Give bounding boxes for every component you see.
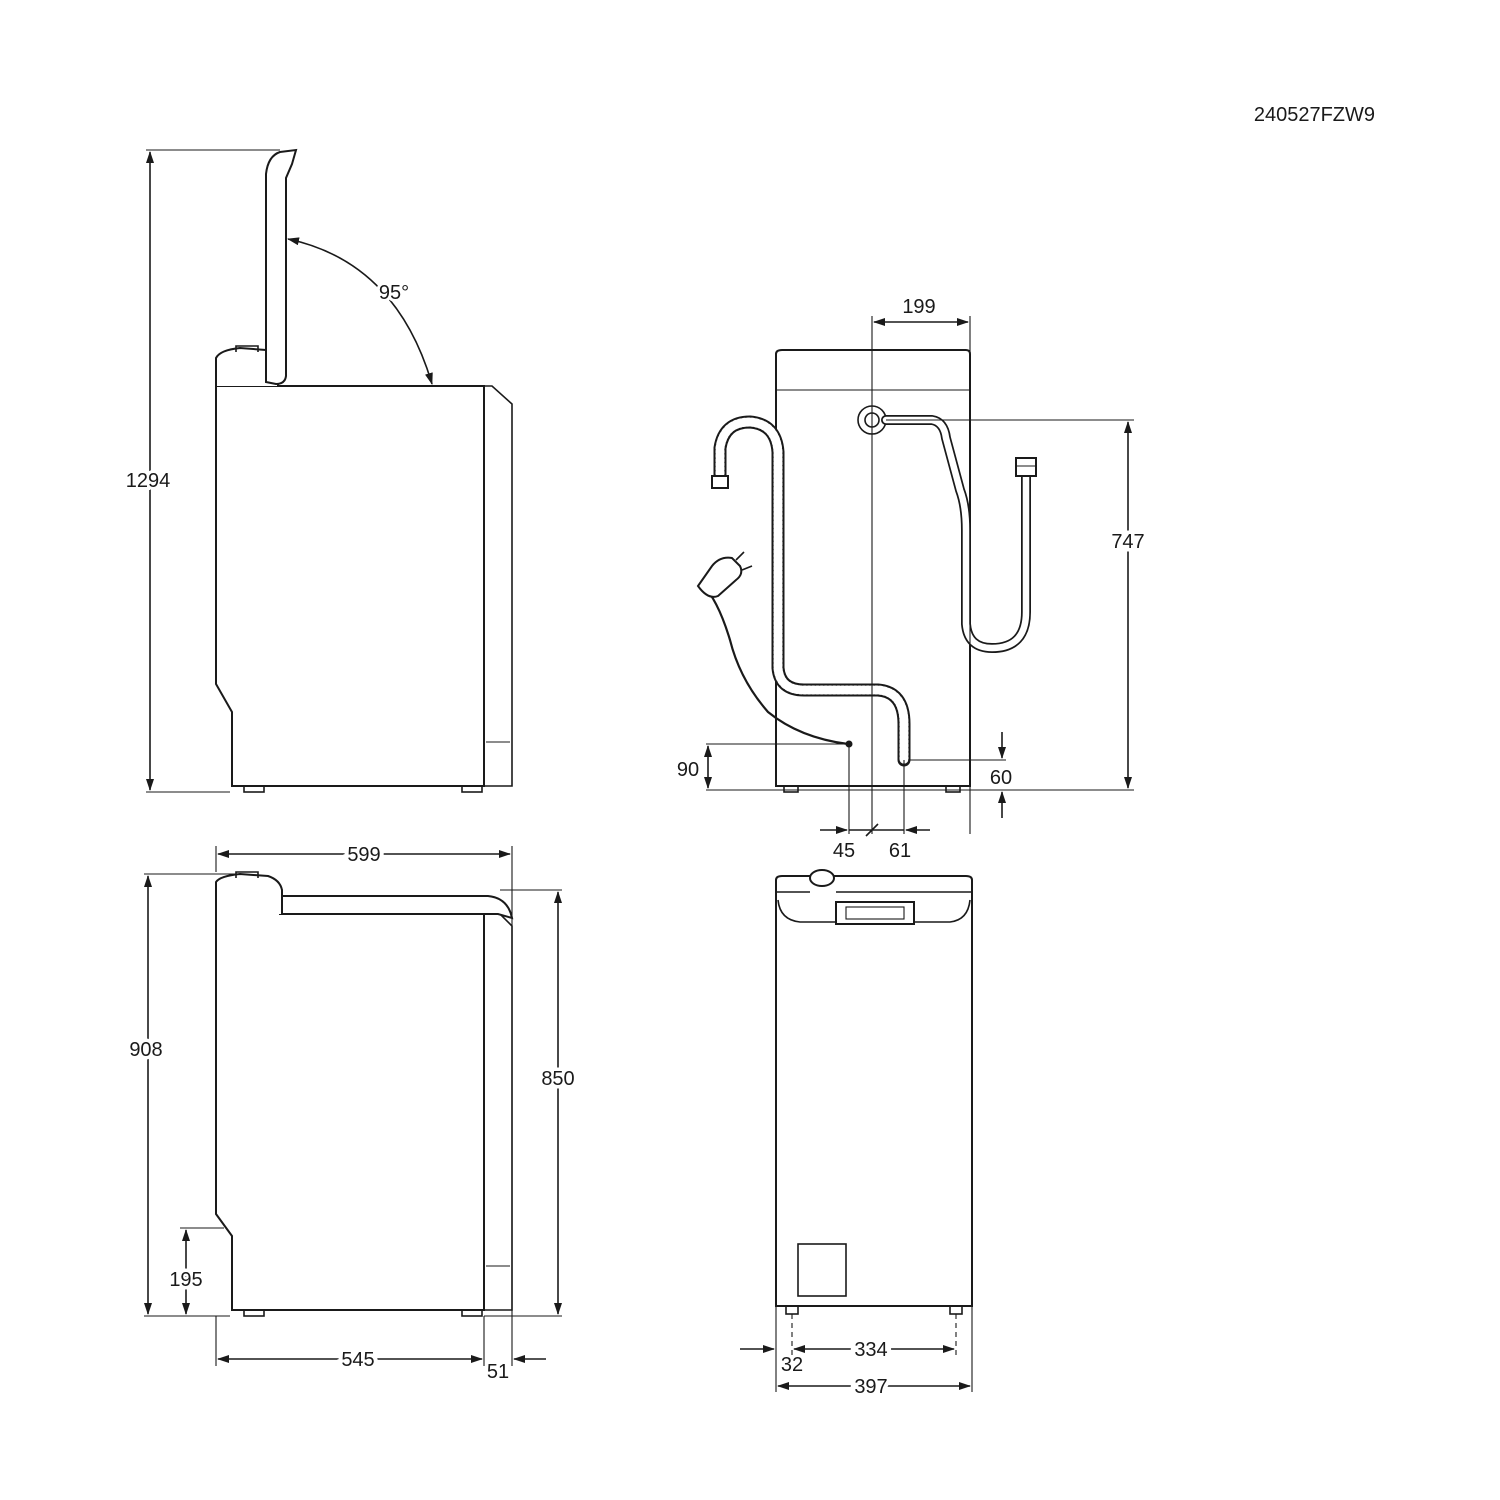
foot: [783, 785, 799, 793]
front-offset-label: 51: [487, 1361, 509, 1383]
body-depth-label: 545: [341, 1349, 374, 1371]
rear-cabinet: [775, 349, 971, 787]
body-height-label: 850: [541, 1068, 574, 1090]
display-window: [835, 901, 915, 925]
foot-inset-label: 32: [781, 1354, 803, 1376]
foot-spacing-label: 334: [854, 1339, 887, 1361]
overall-height-label: 908: [129, 1039, 162, 1061]
cable-offset-label: 45: [833, 840, 855, 862]
front-view: 334 32 397: [740, 869, 973, 1402]
drain-height-label: 60: [990, 767, 1012, 789]
rating-plate: [797, 1243, 847, 1297]
plinth-height-label: 195: [169, 1269, 202, 1291]
hose-offset-label: 199: [902, 296, 935, 318]
control-panel: [215, 872, 283, 914]
front-cabinet: [775, 875, 973, 1307]
program-knob: [809, 869, 835, 887]
rear-view: 199 747 90 60 45 61: [677, 296, 1148, 862]
power-plug: [696, 556, 743, 598]
side-view-closed: 599 908 850 195 545 51: [126, 840, 578, 1383]
side-view-lid-open: 1294 95°: [123, 148, 513, 793]
drain-offset-label: 61: [889, 840, 911, 862]
lid-angle-label: 95°: [379, 282, 409, 304]
power-cable: [701, 583, 849, 746]
foot: [945, 785, 961, 793]
inlet-height-label: 747: [1111, 531, 1144, 553]
foot: [461, 1309, 483, 1317]
height-lid-open-label: 1294: [126, 470, 171, 492]
overall-depth-label: 599: [347, 844, 380, 866]
cabinet-body: [215, 911, 485, 1311]
foot: [785, 1305, 799, 1315]
program-knob: [235, 871, 259, 878]
cabinet-body: [215, 385, 485, 787]
drain-hose-end: [711, 475, 729, 489]
overall-width-label: 397: [854, 1376, 887, 1398]
cable-height-label: 90: [677, 759, 699, 781]
inlet-connector: [1015, 457, 1037, 477]
lid-angle-arc: [287, 237, 433, 385]
foot: [243, 1309, 265, 1317]
open-lid: [265, 148, 298, 386]
closed-lid: [279, 895, 514, 920]
foot: [461, 785, 483, 793]
foot: [949, 1305, 963, 1315]
model-code: 240527FZW9: [1254, 104, 1375, 126]
front-panel: [484, 385, 513, 787]
program-knob: [235, 345, 259, 352]
front-panel: [484, 911, 513, 1311]
foot: [243, 785, 265, 793]
